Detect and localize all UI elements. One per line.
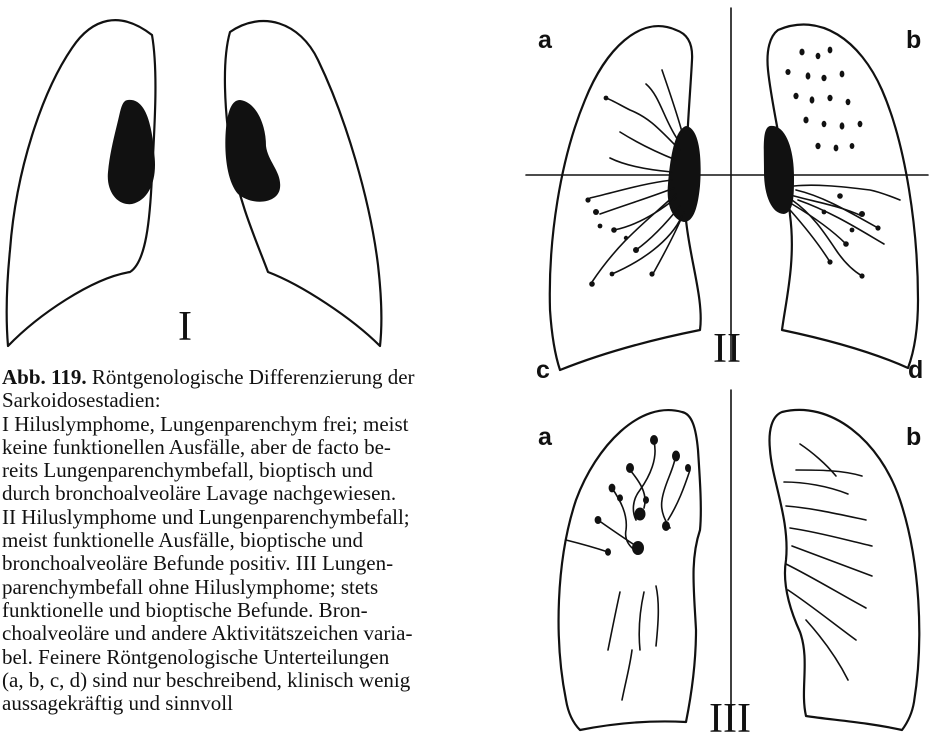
stage-1-left-hilar-node (225, 100, 280, 202)
stage-2-right-hilar-node (668, 126, 701, 222)
caption-line-4: durch bronchoalveoläre Lavage nachgewies… (2, 482, 500, 505)
caption-line-3: reits Lungenparenchymbefall, bioptisch u… (2, 459, 500, 482)
caption-line-5: II Hiluslymphome und Lungenparenchymbefa… (2, 506, 500, 529)
caption-line-8: parenchymbefall ohne Hiluslymphome; stet… (2, 576, 500, 599)
stage-2-label: II (713, 326, 741, 372)
figure-caption: Abb. 119. Röntgenologische Differenzieru… (2, 366, 500, 715)
caption-line-11: bel. Feinere Röntgenologische Unterteilu… (2, 646, 500, 669)
stage-1-diagram (7, 20, 382, 346)
stage-3b-fibrotic-strands (784, 444, 872, 680)
stage-2-panel-a-label: a (538, 26, 553, 54)
caption-line-7: bronchoalveoläre Befunde positiv. III Lu… (2, 552, 500, 575)
stage-1-label: I (178, 304, 192, 350)
caption-line-12: (a, b, c, d) sind nur beschreibend, klin… (2, 669, 500, 692)
stage-3-label: III (709, 696, 751, 742)
stage-2d-fibrotic-strands (790, 185, 900, 276)
caption-line-13: aussagekräftig und sinnvoll (2, 692, 500, 715)
caption-line-1: I Hiluslymphome, Lungenparenchym frei; m… (2, 413, 500, 436)
caption-line-6: meist funktionelle Ausfälle, bioptische … (2, 529, 500, 552)
stage-2-axes (526, 8, 928, 360)
caption-line-10: choalveoläre und andere Aktivitätszeiche… (2, 622, 500, 645)
stage-2-panel-b-label: b (906, 26, 921, 54)
stage-1-right-hilar-node (108, 100, 155, 204)
stage-3-panel-b-label: b (906, 423, 921, 451)
stage-3a-nodules (595, 435, 691, 556)
caption-label: Abb. 119. (2, 365, 87, 389)
stage-1-hilar-nodes (108, 100, 280, 204)
stage-2-panel-c-label: c (536, 356, 550, 384)
caption-line-2: keine funktionellen Ausfälle, aber de fa… (2, 436, 500, 459)
caption-line-9: funktionelle und bioptische Befunde. Bro… (2, 599, 500, 622)
stage-2b-nodules (785, 47, 862, 152)
stage-2-panel-d-label: d (908, 356, 923, 384)
stage-2-left-hilar-node (764, 126, 794, 214)
stage-3-panel-a-label: a (538, 423, 553, 451)
caption-heading: Abb. 119. Röntgenologische Differenzieru… (2, 366, 500, 413)
stage-3-left-lung-outline (770, 410, 920, 730)
